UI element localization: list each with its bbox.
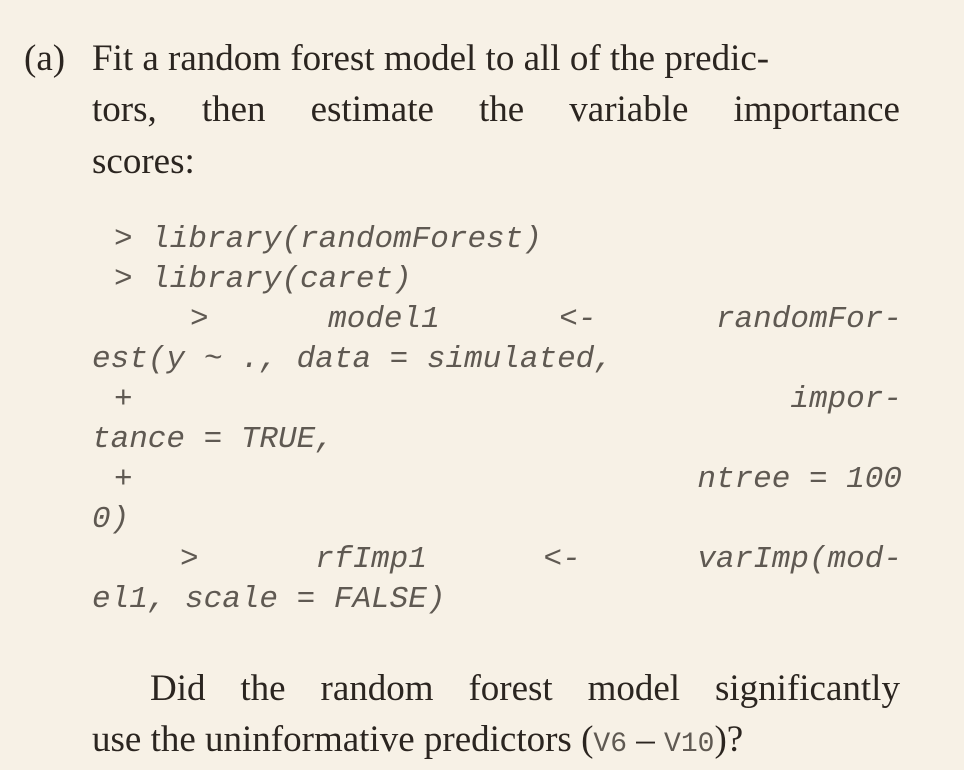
code-line-2: > library(caret) (114, 262, 412, 297)
question-line-1: Did the random forest model significantl… (150, 667, 900, 710)
code-token: <- (559, 302, 597, 337)
code-line-8: 0) (92, 502, 130, 537)
code-token: varImp(mod- (697, 542, 902, 577)
code-token: model1 (328, 302, 440, 337)
word: Did (150, 668, 206, 709)
item-text-line-2: tors, then estimate the variable importa… (92, 88, 900, 131)
item-marker: (a) (24, 38, 66, 79)
word: the (478, 89, 525, 130)
item-text-line-1: Fit a random forest model to all of the … (92, 38, 770, 79)
code-token: > (180, 542, 199, 577)
word: forest (468, 668, 553, 709)
code-line-7-right: ntree = 100 (697, 462, 902, 497)
code-line-6: tance = TRUE, (92, 422, 334, 457)
word: model (587, 668, 681, 709)
question-text-end: )? (714, 719, 744, 760)
code-token: randomFor- (715, 302, 902, 337)
word: variable (569, 89, 689, 130)
code-line-5-right: impor- (790, 382, 902, 417)
range-start: V6 (593, 729, 628, 760)
word: tors, (92, 89, 157, 130)
word: the (240, 668, 286, 709)
code-line-1: > library(randomForest) (114, 222, 542, 257)
code-token: <- (543, 542, 581, 577)
code-line-9: > rfImp1 <- varImp(mod- (180, 542, 902, 577)
code-line-7-left: + (114, 462, 133, 497)
code-line-4: est(y ~ ., data = simulated, (92, 342, 613, 377)
code-token: > (190, 302, 209, 337)
word: then (201, 89, 266, 130)
range-end: V10 (664, 729, 715, 760)
word: importance (733, 89, 900, 130)
code-token: rfImp1 (315, 542, 427, 577)
word: significantly (715, 668, 900, 709)
code-line-10: el1, scale = FALSE) (92, 582, 446, 617)
word: random (320, 668, 434, 709)
question-line-2: use the uninformative predictors (V6 – V… (92, 718, 743, 761)
range-separator: – (627, 719, 665, 760)
item-text-line-3: scores: (92, 141, 195, 182)
code-line-3: > model1 <- randomFor- (190, 302, 902, 337)
question-text: use the uninformative predictors ( (92, 719, 594, 760)
code-line-5-left: + (114, 382, 133, 417)
word: estimate (310, 89, 434, 130)
